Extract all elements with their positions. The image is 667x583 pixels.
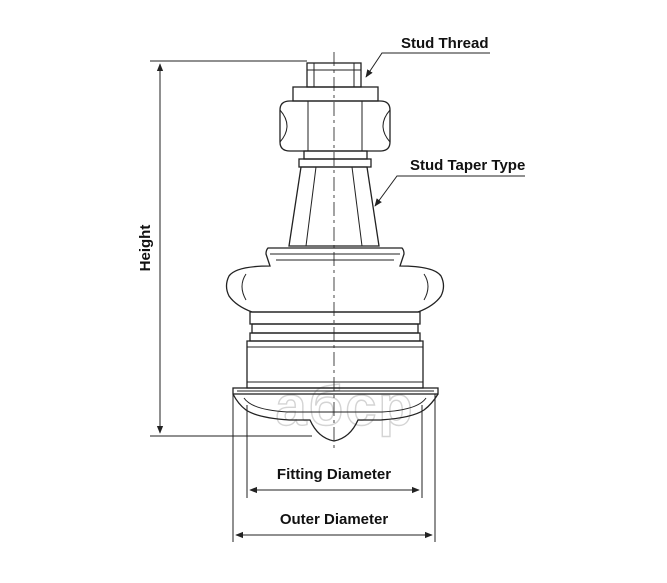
stud-taper [288,166,380,247]
washer [292,86,379,102]
stud-thread-leader [365,52,490,78]
bottom-cup [232,393,439,442]
outer-diameter-dimension [232,394,436,542]
dust-boot [225,247,445,313]
fitting-diameter-label: Fitting Diameter [277,466,391,483]
outer-diameter-label: Outer Diameter [280,511,389,528]
height-label: Height [137,225,154,272]
hex-nut [279,100,391,152]
watermark-logo: aбcp [275,374,414,437]
stud-thread-label: Stud Thread [401,35,489,52]
retaining-rings [249,311,421,342]
height-dimension [150,60,312,437]
stud-taper-type-label: Stud Taper Type [410,157,525,174]
stud-taper-type-leader [374,175,525,207]
fitting-diameter-dimension [246,405,423,498]
stud-neck [298,150,372,168]
housing-flange [232,387,439,395]
